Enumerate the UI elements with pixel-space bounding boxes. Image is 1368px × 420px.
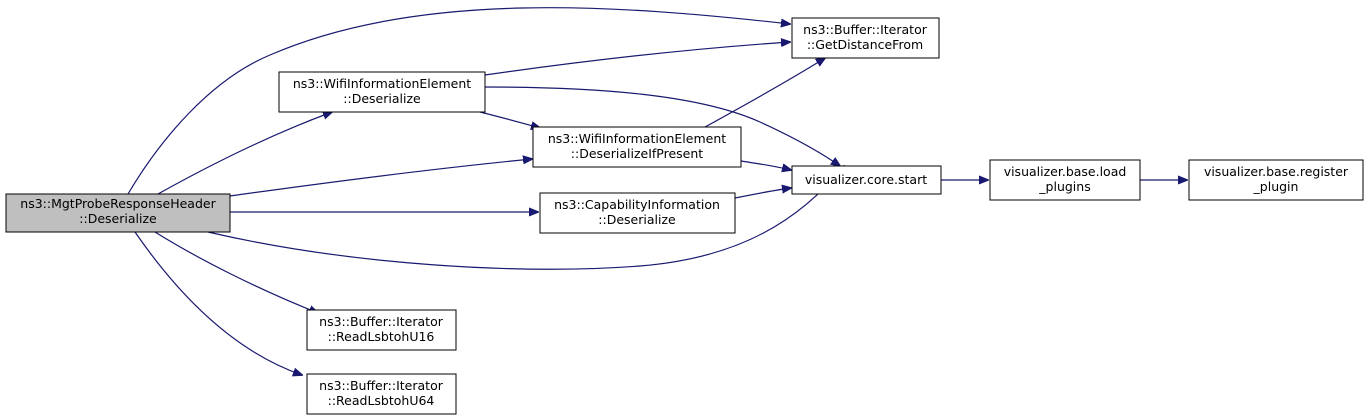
edge-capability-to-core-start <box>734 188 791 199</box>
node-line2: ::GetDistanceFrom <box>807 37 923 52</box>
node-line2: ::ReadLsbtohU16 <box>328 329 435 344</box>
node-line1: ns3::WifiInformationElement <box>293 76 471 91</box>
node-capability-information-deserialize[interactable]: ns3::CapabilityInformation ::Deserialize <box>539 192 736 234</box>
edge-wie-deserialize-to-deserialize-if-present <box>479 111 540 128</box>
edge-root-to-wie-deserialize <box>157 112 332 195</box>
node-buffer-iterator-read-lsbtoh-u64[interactable]: ns3::Buffer::Iterator ::ReadLsbtohU64 <box>306 373 457 415</box>
edges <box>127 7 1187 375</box>
node-visualizer-base-register-plugin[interactable]: visualizer.base.register _plugin <box>1188 159 1364 201</box>
node-line1: ns3::MgtProbeResponseHeader <box>20 196 216 211</box>
node-line2: ::Deserialize <box>79 211 157 226</box>
node-visualizer-base-load-plugins[interactable]: visualizer.base.load _plugins <box>989 159 1141 201</box>
node-line2: _plugin <box>1253 179 1299 194</box>
node-line1: ns3::Buffer::Iterator <box>319 378 444 393</box>
edge-root-to-read-u64 <box>134 231 302 375</box>
node-line1: ns3::Buffer::Iterator <box>319 314 444 329</box>
node-line1: ns3::WifiInformationElement <box>548 131 726 146</box>
edge-root-to-deserialize-if-present <box>229 159 532 197</box>
node-line1: visualizer.base.register <box>1204 164 1349 179</box>
node-line1: ns3::CapabilityInformation <box>554 197 720 212</box>
node-buffer-iterator-get-distance-from[interactable]: ns3::Buffer::Iterator ::GetDistanceFrom <box>791 17 940 59</box>
node-line1: ns3::Buffer::Iterator <box>803 22 928 37</box>
node-line2: ::Deserialize <box>343 91 421 106</box>
node-line1: visualizer.core.start <box>805 172 927 187</box>
edge-deserialize-if-present-to-get-distance-from <box>704 58 825 128</box>
node-mgt-probe-response-header-deserialize[interactable]: ns3::MgtProbeResponseHeader ::Deserializ… <box>5 193 231 233</box>
node-wifi-information-element-deserialize-if-present[interactable]: ns3::WifiInformationElement ::Deserializ… <box>532 126 742 168</box>
edge-wie-deserialize-to-get-distance-from <box>484 42 790 76</box>
node-visualizer-core-start[interactable]: visualizer.core.start <box>791 165 942 195</box>
node-buffer-iterator-read-lsbtoh-u16[interactable]: ns3::Buffer::Iterator ::ReadLsbtohU16 <box>306 309 457 351</box>
node-line2: ::ReadLsbtohU64 <box>328 393 435 408</box>
edge-root-to-get-distance-from <box>127 7 790 195</box>
node-line2: ::Deserialize <box>598 212 676 227</box>
node-line1: visualizer.base.load <box>1004 164 1127 179</box>
edge-root-to-core-start <box>207 166 844 270</box>
edge-root-to-read-u16 <box>154 231 318 313</box>
edge-wie-deserialize-to-core-start <box>484 86 840 166</box>
edge-deserialize-if-present-to-core-start <box>740 160 791 170</box>
node-line2: ::DeserializeIfPresent <box>571 146 703 161</box>
node-line2: _plugins <box>1038 179 1090 194</box>
node-wifi-information-element-deserialize[interactable]: ns3::WifiInformationElement ::Deserializ… <box>278 71 486 113</box>
